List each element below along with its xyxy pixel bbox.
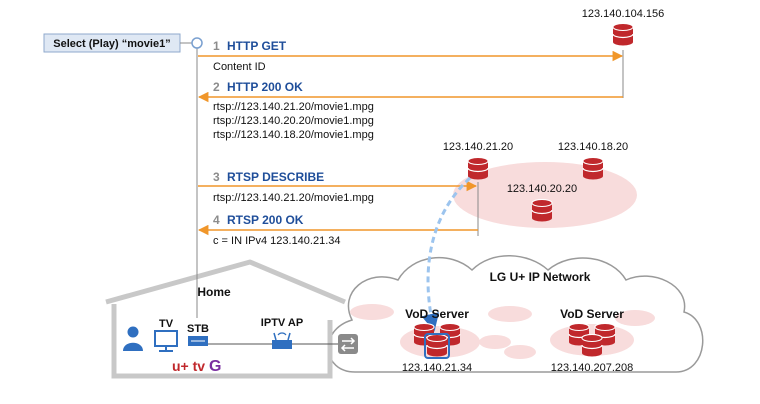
rtsp-server-a-ip: 123.140.21.20 (443, 141, 513, 153)
select-play-button[interactable]: Select (Play) “movie1” (43, 33, 181, 53)
ap-icon (272, 332, 292, 349)
stb-icon (188, 336, 208, 346)
http-server-ip: 123.140.104.156 (582, 8, 665, 20)
step1-number: 1 (213, 39, 220, 53)
step4-line1: c = IN IPv4 123.140.21.34 (213, 235, 341, 247)
step3-title: RTSP DESCRIBE (227, 170, 324, 184)
ap-label: IPTV AP (261, 317, 303, 329)
network-label: LG U+ IP Network (490, 270, 591, 284)
tv-label: TV (159, 318, 174, 330)
vod-server-1-name: VoD Server (405, 307, 469, 321)
rtsp-server-b-icon (582, 156, 604, 181)
redirect-dashed-arrow (421, 176, 472, 332)
client-endpoint-node (191, 37, 203, 49)
step2-line3: rtsp://123.140.18.20/movie1.mpg (213, 129, 374, 141)
vod-server-2-name: VoD Server (560, 307, 624, 321)
step3-line1: rtsp://123.140.21.20/movie1.mpg (213, 192, 374, 204)
step1-line1: Content ID (213, 61, 266, 73)
brand-g: G (209, 358, 221, 375)
tv-icon (154, 330, 178, 352)
select-play-label: Select (Play) “movie1” (53, 38, 170, 50)
router-icon (338, 334, 358, 354)
step4-number: 4 (213, 213, 220, 227)
step1-title: HTTP GET (227, 39, 287, 53)
vod-server-1-icon (413, 322, 461, 359)
stb-label: STB (187, 323, 209, 335)
home-house (105, 259, 346, 379)
home-label: Home (197, 285, 231, 299)
rtsp-server-c-ip: 123.140.20.20 (507, 183, 577, 195)
rtsp-server-b-ip: 123.140.18.20 (558, 141, 628, 153)
step3-number: 3 (213, 170, 220, 184)
vod-server-2-ip: 123.140.207.208 (551, 362, 634, 374)
rtsp-server-c-icon (531, 198, 553, 223)
step4-title: RTSP 200 OK (227, 213, 304, 227)
brand-utv: u+ tv (172, 358, 205, 374)
user-icon (123, 326, 143, 351)
step2-number: 2 (213, 80, 220, 94)
step2-title: HTTP 200 OK (227, 80, 303, 94)
step2-line2: rtsp://123.140.20.20/movie1.mpg (213, 115, 374, 127)
step2-line1: rtsp://123.140.21.20/movie1.mpg (213, 101, 374, 113)
rtsp-server-a-icon (467, 156, 489, 181)
http-server-icon (612, 22, 634, 47)
vod-server-1-ip: 123.140.21.34 (402, 362, 472, 374)
